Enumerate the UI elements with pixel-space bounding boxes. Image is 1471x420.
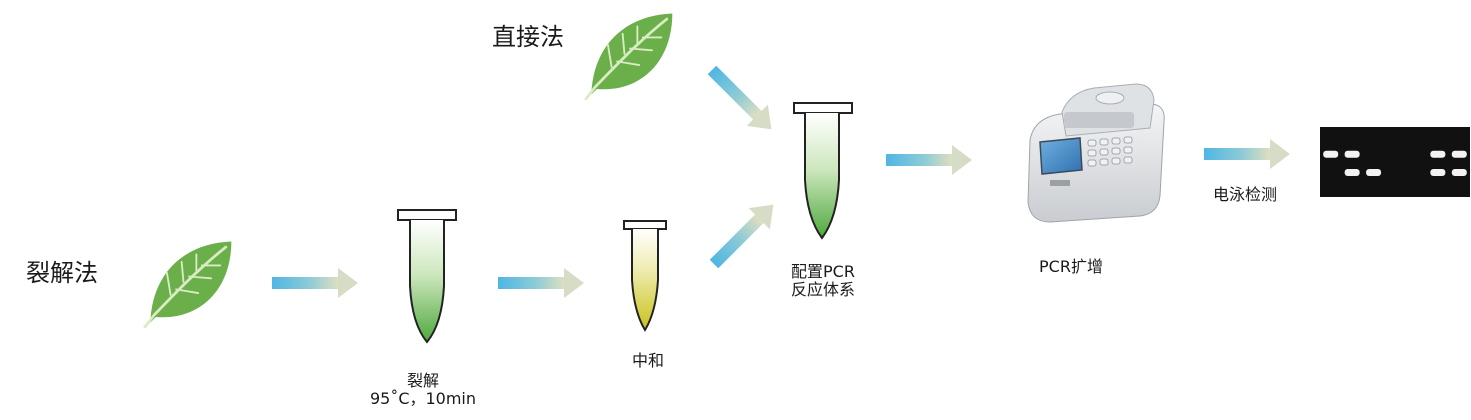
arrow-lysis-to-neutralize [498, 268, 584, 298]
label-pcr-amplify: PCR扩增 [1039, 257, 1103, 276]
gel-electrophoresis-image [1320, 127, 1470, 197]
gel-band [1451, 169, 1467, 176]
label-lysis-step: 裂解 95˚C，10min [368, 371, 478, 409]
label-electrophoresis: 电泳检测 [1212, 185, 1277, 204]
tube-pcr-setup [793, 102, 853, 240]
label-neutralize: 中和 [631, 351, 664, 370]
lysis-step-name: 裂解 [406, 371, 439, 390]
gel-band [1430, 169, 1446, 176]
pcr-machine-icon [1027, 83, 1165, 223]
gel-band [1323, 150, 1339, 158]
leaf-icon-direct [584, 12, 674, 100]
arrow-tube-to-machine [886, 145, 972, 175]
pcr-setup-line2: 反应体系 [790, 280, 855, 300]
label-lysis-method: 裂解法 [26, 259, 98, 287]
tube-lysis [397, 209, 457, 344]
gel-band [1366, 169, 1382, 176]
gel-band [1451, 150, 1467, 158]
arrow-leaf-to-lysis [272, 268, 358, 298]
leaf-icon-lysis [143, 240, 233, 328]
label-pcr-setup: 配置PCR 反应体系 [768, 262, 878, 300]
arrow-neutralize-to-tube [709, 204, 774, 269]
gel-band [1344, 150, 1360, 158]
arrow-machine-to-gel [1204, 139, 1290, 169]
label-direct-method: 直接法 [492, 23, 564, 51]
gel-band [1344, 169, 1360, 176]
lysis-step-condition: 95˚C，10min [369, 389, 477, 409]
pcr-setup-line1: 配置PCR [791, 262, 855, 281]
gel-band [1430, 150, 1446, 158]
arrow-direct-to-tube [707, 65, 772, 130]
tube-neutralize [623, 220, 667, 332]
